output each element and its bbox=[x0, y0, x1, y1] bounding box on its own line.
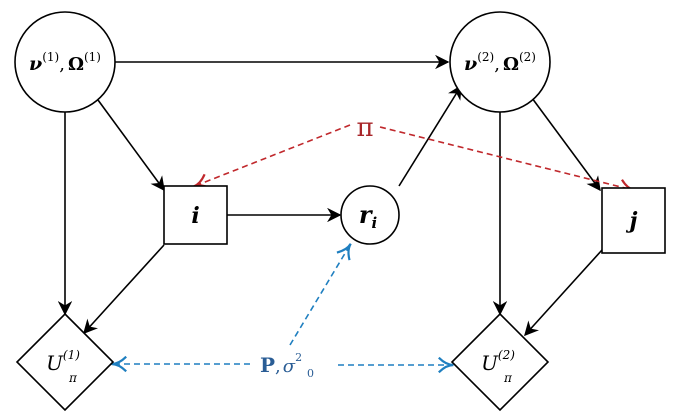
svg-text:ν(2),Ω(2): ν(2),Ω(2) bbox=[464, 50, 536, 75]
r-subscript: i bbox=[371, 214, 377, 232]
edge-pi-to-j bbox=[379, 126, 635, 195]
edge-i-to-u1 bbox=[83, 244, 165, 335]
sigma-superscript: 2 bbox=[295, 351, 302, 364]
sigma-subscript: 0 bbox=[307, 367, 314, 380]
node-i: i bbox=[163, 185, 228, 245]
node-r: ri bbox=[340, 185, 400, 245]
node-j: j bbox=[601, 187, 666, 254]
superscript: (2) bbox=[477, 50, 494, 64]
omega-symbol: Ω bbox=[68, 54, 84, 75]
r-symbol: r bbox=[359, 200, 374, 229]
svg-text:U(1): U(1) bbox=[46, 348, 80, 375]
sigma-symbol: σ bbox=[283, 356, 296, 377]
node-i-label: i bbox=[191, 203, 199, 229]
nu-symbol: ν bbox=[29, 53, 42, 75]
node-top-right: ν(2),Ω(2) bbox=[449, 11, 551, 113]
u-symbol: U bbox=[46, 351, 64, 375]
node-top-left: ν(1),Ω(1) bbox=[14, 11, 116, 113]
svg-text:U(2): U(2) bbox=[481, 348, 515, 375]
edge-r-to-top-right bbox=[398, 84, 462, 187]
u-subscript: π bbox=[503, 371, 513, 385]
edge-p-to-r bbox=[289, 243, 352, 346]
u-symbol: U bbox=[481, 351, 499, 375]
node-u1: U(1) π bbox=[15, 312, 115, 412]
nu-symbol: ν bbox=[464, 53, 477, 75]
u-superscript: (1) bbox=[63, 348, 80, 362]
edge-j-to-u2 bbox=[524, 249, 603, 337]
u-superscript: (2) bbox=[498, 348, 515, 362]
superscript: (1) bbox=[42, 50, 59, 64]
edge-pi-to-i bbox=[193, 124, 351, 190]
edge-top-right-to-j bbox=[531, 97, 601, 192]
svg-text:ri: ri bbox=[359, 200, 378, 232]
svg-text:ν(1),Ω(1): ν(1),Ω(1) bbox=[29, 50, 101, 75]
edge-top-left-to-i bbox=[97, 99, 165, 192]
p-sigma-label: P,σ2 0 bbox=[256, 346, 336, 380]
node-u2: U(2) π bbox=[450, 312, 550, 412]
svg-text:P,σ2: P,σ2 bbox=[260, 351, 302, 377]
p-symbol: P bbox=[260, 353, 275, 377]
pi-label: π bbox=[356, 113, 373, 143]
omega-symbol: Ω bbox=[503, 54, 519, 75]
u-subscript: π bbox=[68, 371, 78, 385]
